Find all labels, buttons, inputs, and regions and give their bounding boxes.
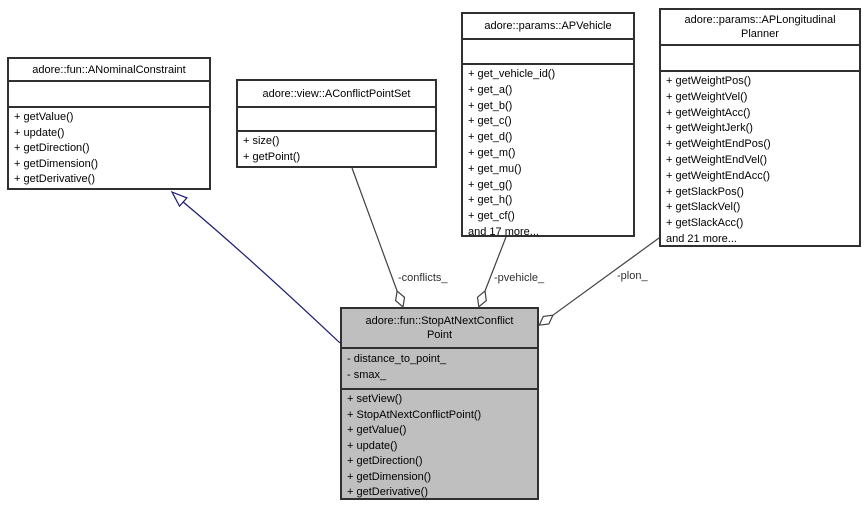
conflicts-edge-line bbox=[351, 167, 398, 292]
method-item: + update() bbox=[14, 126, 65, 139]
method-item: + getDirection() bbox=[347, 455, 423, 467]
plon-edge-label: -plon_ bbox=[617, 270, 648, 282]
method-item: + getWeightJerk() bbox=[666, 122, 753, 135]
method-item: + get_g() bbox=[468, 178, 513, 191]
class-attributes: - distance_to_point_ - smax_ bbox=[342, 349, 537, 390]
class-title-line: adore::fun::ANominalConstraint bbox=[32, 63, 186, 76]
inheritance-arrowhead-icon bbox=[170, 190, 188, 208]
method-item: + StopAtNextConflictPoint() bbox=[347, 408, 482, 421]
class-title-line: adore::params::APVehicle bbox=[484, 20, 612, 32]
class-title-line: adore::view::AConflictPointSet bbox=[262, 87, 411, 100]
method-item: + getWeightEndPos() bbox=[666, 138, 771, 151]
method-item: + getDimension() bbox=[14, 157, 99, 170]
class-methods: + get_vehicle_id() + get_a() + get_b() +… bbox=[463, 65, 633, 235]
method-item: + get_cf() bbox=[468, 210, 515, 223]
inheritance-edge-line bbox=[182, 201, 341, 344]
method-item: + getWeightEndVel() bbox=[666, 153, 767, 166]
class-title: adore::view::AConflictPointSet bbox=[238, 81, 435, 108]
class-title: adore::params::APVehicle bbox=[463, 14, 633, 40]
conflicts-edge-label: -conflicts_ bbox=[398, 272, 448, 284]
class-node-aplongitudinalplanner[interactable]: adore::params::APLongitudinal Planner + … bbox=[659, 8, 861, 247]
method-item: + get_m() bbox=[468, 146, 516, 159]
method-item: + get_vehicle_id() bbox=[468, 68, 556, 80]
method-item: + getSlackAcc() bbox=[666, 217, 744, 230]
class-attributes-empty bbox=[463, 40, 633, 65]
class-title-line: Planner bbox=[741, 28, 779, 40]
method-item: + update() bbox=[347, 439, 398, 452]
class-methods: + getValue() + update() + getDirection()… bbox=[9, 108, 209, 188]
class-node-aconflictpointset[interactable]: adore::view::AConflictPointSet + size() … bbox=[236, 79, 437, 168]
plon-diamond-icon bbox=[538, 314, 554, 326]
method-item: + getValue() bbox=[14, 111, 74, 123]
method-item: + getSlackVel() bbox=[666, 201, 741, 214]
class-methods: + getWeightPos() + getWeightVel() + getW… bbox=[661, 72, 859, 245]
method-item: + getWeightEndAcc() bbox=[666, 169, 771, 182]
class-title: adore::params::APLongitudinal Planner bbox=[661, 10, 859, 46]
method-item: + get_h() bbox=[468, 194, 513, 207]
method-item: + getWeightAcc() bbox=[666, 106, 751, 119]
method-item: + getValue() bbox=[347, 424, 407, 436]
class-attributes-empty bbox=[9, 82, 209, 108]
method-item: + getSlackPos() bbox=[666, 185, 744, 198]
class-methods: + size() + getPoint() bbox=[238, 132, 435, 166]
method-item: + getWeightVel() bbox=[666, 90, 748, 103]
class-title-line: adore::fun::StopAtNextConflict bbox=[365, 315, 514, 327]
class-title: adore::fun::ANominalConstraint bbox=[9, 59, 209, 82]
method-item: + get_b() bbox=[468, 99, 513, 112]
method-item: + get_a() bbox=[468, 83, 513, 96]
plon-edge-line bbox=[552, 237, 660, 316]
class-title-line: adore::params::APLongitudinal bbox=[684, 14, 836, 26]
class-node-apvehicle[interactable]: adore::params::APVehicle + get_vehicle_i… bbox=[461, 12, 635, 237]
method-item: + getDimension() bbox=[347, 470, 432, 483]
method-item: + get_mu() bbox=[468, 162, 522, 175]
pvehicle-diamond-icon bbox=[476, 289, 487, 308]
method-item: + getWeightPos() bbox=[666, 75, 752, 87]
method-item: + get_c() bbox=[468, 115, 512, 128]
method-item: + setView() bbox=[347, 393, 403, 405]
class-node-stopatnextconflictpoint[interactable]: adore::fun::StopAtNextConflict Point - d… bbox=[340, 307, 539, 500]
pvehicle-edge-label: -pvehicle_ bbox=[494, 272, 545, 284]
method-item: and 21 more... bbox=[666, 232, 737, 245]
class-title: adore::fun::StopAtNextConflict Point bbox=[342, 309, 537, 349]
class-attributes-empty bbox=[238, 108, 435, 132]
method-item: + getDirection() bbox=[14, 142, 90, 154]
method-item: + size() bbox=[243, 135, 280, 147]
pvehicle-edge-line bbox=[484, 236, 507, 292]
class-node-anominalconstraint[interactable]: adore::fun::ANominalConstraint + getValu… bbox=[7, 57, 211, 190]
method-item: + getDerivative() bbox=[14, 173, 96, 185]
attribute-item: - distance_to_point_ bbox=[347, 353, 447, 365]
class-methods: + setView() + StopAtNextConflictPoint() … bbox=[342, 390, 537, 498]
method-item: + getPoint() bbox=[243, 150, 301, 163]
attribute-item: - smax_ bbox=[347, 368, 387, 381]
method-item: and 17 more... bbox=[468, 225, 539, 235]
method-item: + getDerivative() bbox=[347, 486, 429, 498]
method-item: + get_d() bbox=[468, 131, 513, 144]
class-attributes-empty bbox=[661, 46, 859, 72]
class-title-line: Point bbox=[426, 329, 453, 341]
conflicts-diamond-icon bbox=[394, 289, 406, 309]
